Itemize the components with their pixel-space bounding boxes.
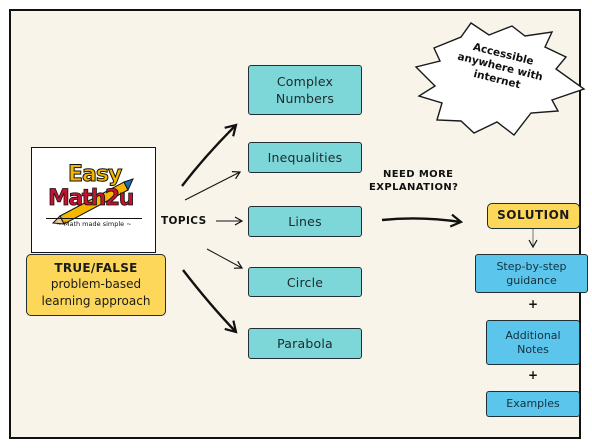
topic-parabola-label: Parabola: [277, 336, 333, 351]
approach-line-2: learning approach: [41, 294, 151, 308]
step-guidance-line-1: Step-by-step: [496, 259, 567, 273]
plus-sign-2: +: [528, 368, 539, 382]
step-guidance-line-2: guidance: [506, 273, 557, 287]
step-notes-line-2: Notes: [517, 342, 549, 356]
solution-box: SOLUTION: [487, 203, 580, 229]
step-guidance: Step-by-step guidance: [475, 254, 588, 293]
solution-label: SOLUTION: [497, 208, 570, 222]
step-additional-notes: Additional Notes: [486, 320, 580, 365]
step-examples-label: Examples: [506, 397, 560, 410]
question-line-2: EXPLANATION?: [369, 182, 459, 193]
topic-complex-line-1: Complex: [276, 74, 334, 89]
topic-inequalities: Inequalities: [248, 142, 362, 173]
topic-lines-label: Lines: [288, 214, 322, 229]
need-more-explanation: NEED MORE EXPLANATION?: [369, 168, 458, 194]
starburst-shape: [414, 22, 586, 136]
easymath2u-logo: Easy Math2u ~ Math made simple ~: [31, 147, 156, 253]
logo-word-math2u: Math2u: [48, 186, 135, 212]
logo-tagline: ~ Math made simple ~: [46, 218, 142, 228]
arrow-to-solution: [381, 213, 464, 228]
step-notes-line-1: Additional: [505, 328, 561, 342]
logo-graphic: [51, 178, 134, 225]
topic-parabola: Parabola: [248, 328, 362, 359]
arrow-to-complex-numbers: [181, 123, 238, 187]
arrow-to-circle: [206, 248, 244, 269]
approach-title: TRUE/FALSE: [54, 261, 138, 275]
topic-circle-label: Circle: [286, 274, 324, 290]
step-examples: Examples: [486, 391, 580, 417]
question-line-1: NEED MORE: [383, 169, 454, 180]
topic-lines: Lines: [248, 206, 362, 237]
topics-label: TOPICS: [161, 215, 207, 227]
arrow-to-inequalities: [184, 171, 242, 201]
topic-complex-line-2: Numbers: [275, 91, 335, 106]
approach-line-1: problem-based: [50, 277, 142, 291]
approach-box: TRUE/FALSE problem-based learning approa…: [26, 254, 166, 316]
topic-circle: Circle: [248, 267, 362, 297]
logo-word-easy: Easy: [67, 162, 122, 188]
topic-inequalities-label: Inequalities: [267, 150, 343, 165]
topic-complex-numbers: Complex Numbers: [248, 65, 362, 115]
arrow-to-parabola: [182, 269, 238, 334]
plus-sign-1: +: [528, 297, 539, 311]
